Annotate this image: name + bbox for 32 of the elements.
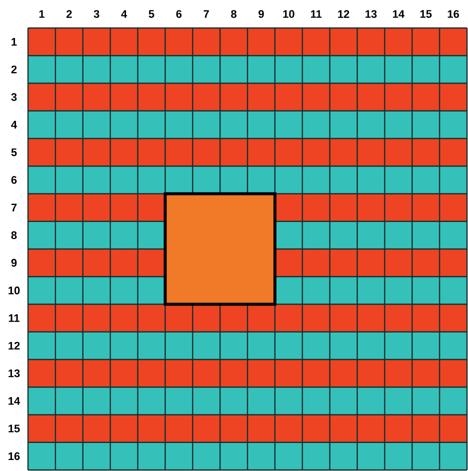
column-number: 9 <box>258 10 264 18</box>
row-number: 10 <box>8 286 20 294</box>
column-number: 3 <box>94 10 100 18</box>
column-number: 12 <box>338 10 350 18</box>
column-number: 14 <box>392 10 404 18</box>
row-number: 3 <box>11 93 17 101</box>
column-number: 7 <box>204 10 209 18</box>
row-number: 6 <box>11 176 17 184</box>
column-number: 13 <box>366 10 377 18</box>
row-number: 16 <box>8 452 20 460</box>
column-number: 2 <box>66 10 72 18</box>
row-number: 13 <box>8 369 20 378</box>
row-number: 7 <box>11 204 17 212</box>
row-number: 15 <box>8 424 20 432</box>
column-number: 16 <box>448 10 459 18</box>
column-number: 6 <box>176 10 182 18</box>
column-number: 5 <box>148 10 154 18</box>
column-number: 8 <box>231 10 236 18</box>
column-number: 15 <box>420 10 432 18</box>
row-number: 12 <box>8 342 20 350</box>
row-number: 2 <box>11 66 17 74</box>
row-number: 5 <box>11 148 17 156</box>
row-number: 14 <box>8 397 20 405</box>
row-number: 11 <box>8 314 20 322</box>
column-number: 10 <box>283 10 294 18</box>
row-number: 4 <box>11 120 17 128</box>
column-number: 1 <box>39 10 44 18</box>
row-number: 8 <box>11 231 17 240</box>
column-number: 4 <box>121 10 128 18</box>
row-number: 1 <box>12 38 17 46</box>
column-number: 11 <box>310 10 322 18</box>
row-number: 9 <box>11 258 17 267</box>
